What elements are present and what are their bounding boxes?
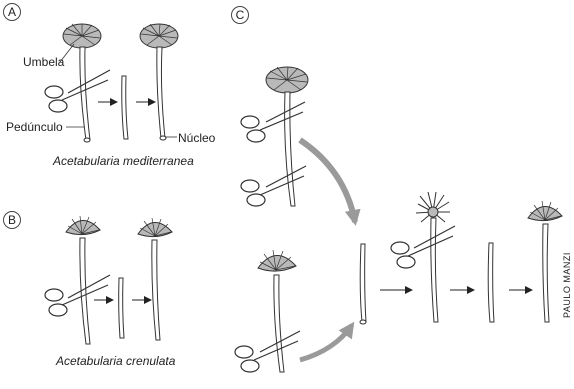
caption-a: Acetabularia mediterranea: [53, 154, 194, 168]
label-stalk: Pedúnculo: [6, 121, 63, 133]
panel-c-marker: C: [231, 6, 249, 24]
grafted-stalk: [360, 244, 366, 324]
plant-b2: [138, 218, 172, 340]
plant-a2: [140, 24, 178, 140]
plant-b1: [66, 216, 100, 344]
plant-c-bottom: [258, 250, 296, 372]
scissors-c-top-2: [241, 166, 306, 206]
scissors-b: [45, 275, 110, 316]
panel-b-letter: B: [8, 213, 16, 227]
stalk-b: [119, 278, 124, 338]
plant-a1: [63, 24, 101, 142]
panel-c-letter: C: [236, 8, 245, 22]
scissors-c-bottom: [235, 331, 300, 372]
plant-c-final: [528, 201, 562, 322]
panel-a-marker: A: [3, 3, 21, 21]
label-nucleus: Núcleo: [178, 132, 215, 144]
label-umbrella: Umbela: [23, 56, 64, 68]
scissors-c-top-1: [241, 102, 305, 142]
plant-c-intermediate: [416, 192, 450, 322]
panel-a-letter: A: [8, 5, 16, 19]
curved-arrow-from-top: [300, 140, 355, 222]
scissors-c-intermediate: [391, 226, 455, 268]
panel-b-marker: B: [3, 211, 21, 229]
stalk-a: [122, 76, 128, 139]
curved-arrow-from-bottom: [300, 325, 352, 360]
scissors-a: [45, 70, 110, 112]
caption-b: Acetabularia crenulata: [56, 354, 175, 368]
cut-stalk-c: [488, 243, 494, 322]
plant-c-top: [266, 67, 308, 206]
illustrator-credit: PAULO MANZI: [562, 252, 572, 318]
